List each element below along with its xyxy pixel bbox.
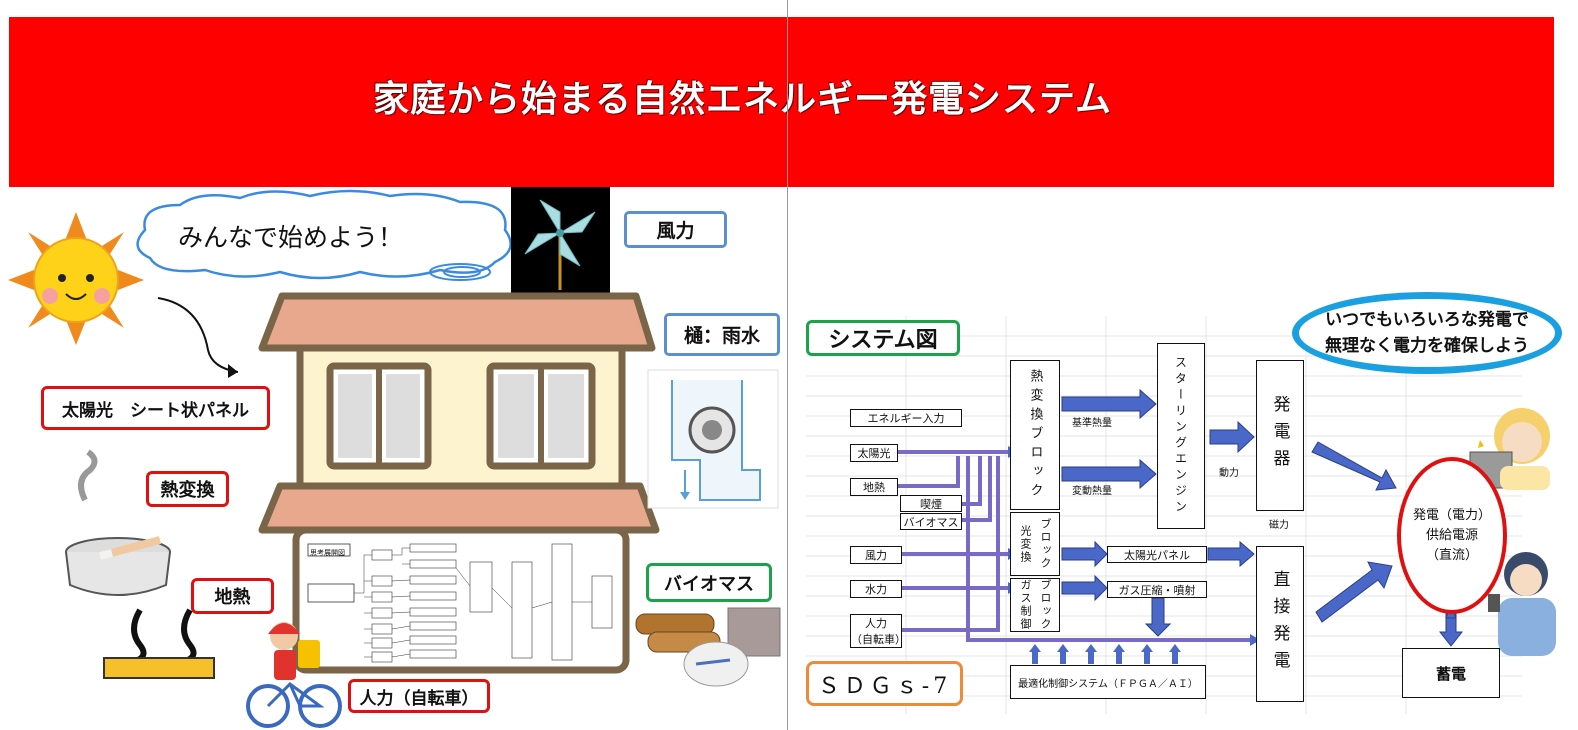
- house-illustration: [8, 187, 781, 728]
- power-label: 動力: [1219, 468, 1239, 479]
- human-power-label: 人力（自転車）: [348, 679, 490, 713]
- input-human-line-2: （自転車）: [851, 633, 906, 646]
- storage-block: 蓄電: [1402, 648, 1500, 698]
- optimization-control-block: 最適化制御システム（ＦＰＧＡ／ＡＩ）: [1010, 665, 1206, 699]
- speech-text: みんなで始めよう！: [178, 223, 404, 252]
- input-biomass: バイオマス: [900, 513, 962, 530]
- direct-generation-block: 直接発電: [1256, 546, 1304, 702]
- gutter-label: 樋：雨水: [664, 313, 780, 356]
- magnetic-label: 磁力: [1269, 520, 1289, 531]
- sun-arrow: [157, 297, 239, 373]
- base-heat-label: 基準熱量: [1072, 418, 1112, 429]
- gas-control-text-b: ブロック: [1039, 579, 1052, 631]
- input-geothermal: 地熱: [850, 478, 898, 496]
- lower-roof: [258, 482, 660, 534]
- biomass-label: バイオマス: [646, 563, 772, 602]
- input-solar: 太陽光: [850, 444, 898, 462]
- system-diagram-title: システム図: [806, 320, 960, 356]
- generator-block: 発電器: [1256, 360, 1304, 511]
- input-human-power: 人力 （自転車）: [850, 614, 906, 648]
- speech-cloud: [136, 189, 512, 280]
- sdgs-label: ＳＤＧｓ-7: [806, 661, 963, 706]
- callout-line-1: いつでもいろいろな発電で: [1325, 310, 1529, 330]
- house-lower-floor: [292, 526, 630, 674]
- title-banner: [9, 17, 1554, 187]
- ashtray-icon: [65, 449, 171, 596]
- callout-line-2: 無理なく電力を確保しよう: [1325, 336, 1529, 356]
- light-exchange-block: 光変換 ブロック: [1010, 512, 1060, 576]
- sun-icon: [8, 212, 144, 345]
- input-wind: 風力: [850, 546, 902, 564]
- supply-line-3: （直流）: [1425, 547, 1478, 563]
- pinwheel-icon: [524, 199, 596, 290]
- heat-exchange-label: 熱変換: [146, 471, 229, 507]
- input-hydro: 水力: [850, 580, 902, 598]
- input-header: エネルギー入力: [850, 409, 962, 427]
- geothermal-icon: [103, 608, 215, 679]
- geothermal-label: 地熱: [191, 578, 274, 614]
- cyclist-icon: [246, 622, 342, 728]
- upper-roof: [258, 292, 656, 352]
- stirling-engine-block: スターリングエンジン: [1157, 343, 1205, 529]
- gas-control-block: ガス制御 ブロック: [1010, 578, 1060, 632]
- supply-line-2: 供給電源: [1425, 527, 1478, 543]
- turbine-illustration: [647, 369, 779, 509]
- gas-control-text-a: ガス制御: [1019, 579, 1032, 631]
- divider: [787, 0, 788, 730]
- solar-label: 太陽光 シート状パネル: [41, 386, 270, 430]
- supply-line-1: 発電（電力）: [1412, 507, 1491, 523]
- heat-exchange-block: 熱変換ブロック: [1010, 360, 1060, 510]
- mind-map-diagram: [307, 543, 613, 663]
- light-exchange-text-a: 光変換: [1019, 524, 1032, 564]
- biomass-icon: [635, 607, 781, 687]
- variable-heat-label: 変動熱量: [1072, 486, 1112, 497]
- callout-bubble: いつでもいろいろな発電で 無理なく電力を確保しよう: [1292, 292, 1562, 374]
- page-title: 家庭から始まる自然エネルギー発電システム: [373, 79, 1112, 120]
- input-human-line-1: 人力: [865, 617, 887, 630]
- input-smoke: 喫煙: [900, 495, 962, 512]
- solar-panel-block: 太陽光パネル: [1107, 546, 1207, 563]
- light-exchange-text-b: ブロック: [1039, 518, 1052, 570]
- wind-label: 風力: [624, 211, 727, 248]
- mind-map-title: 思考展開図: [310, 549, 345, 557]
- power-supply-ellipse: 発電（電力） 供給電源 （直流）: [1397, 457, 1507, 614]
- man-phone-icon: [1488, 552, 1556, 656]
- gas-compression-block: ガス圧縮・噴射: [1107, 581, 1207, 598]
